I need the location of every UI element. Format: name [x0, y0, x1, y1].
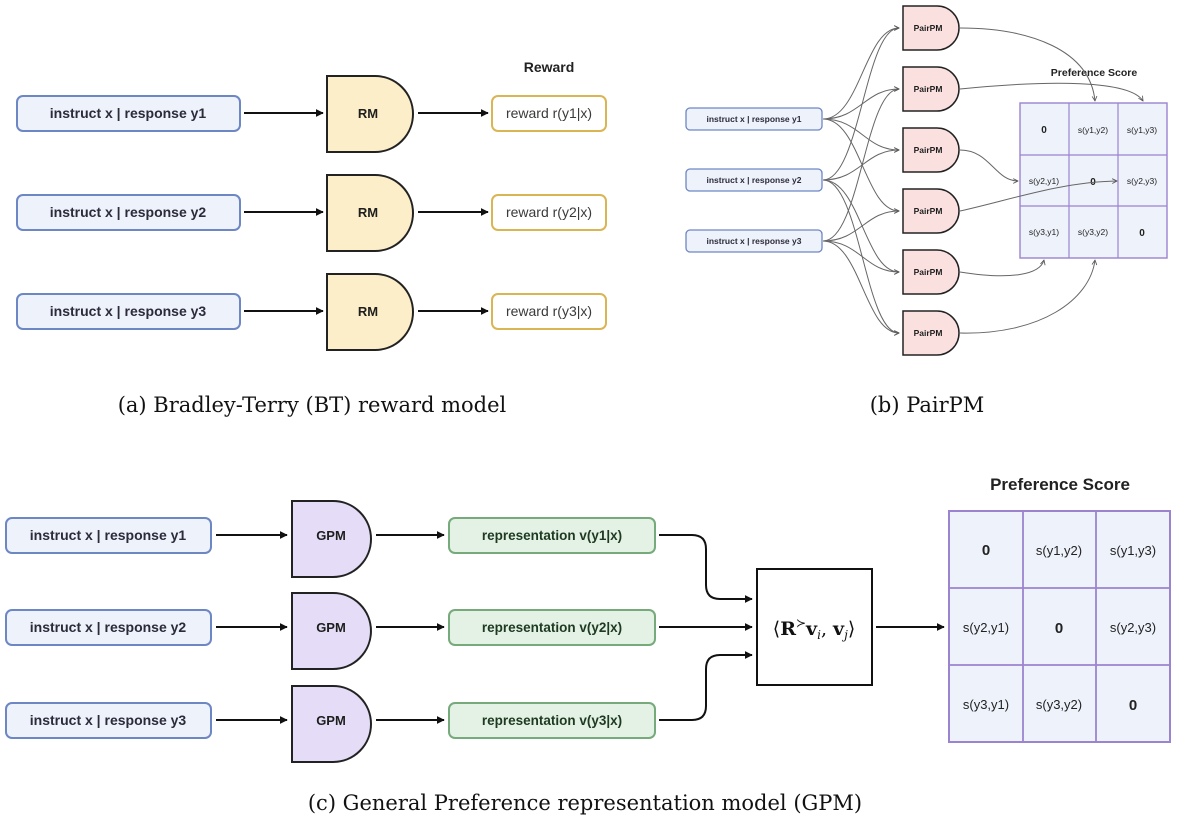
matrix-cell: 0 [1055, 620, 1063, 637]
model-label: RM [358, 106, 378, 121]
panel-a-row-3: instruct x | response y3 RM reward r(y3|… [16, 273, 607, 351]
matrix-cell: s(y2,y1) [1029, 176, 1059, 186]
model-label: PairPM [914, 267, 943, 277]
rm-model-block [326, 75, 414, 153]
formula-block [756, 568, 873, 686]
matrix-cell: s(y1,y2) [1078, 125, 1108, 135]
model-label: PairPM [914, 84, 943, 94]
input-box [685, 229, 823, 253]
panel-a: Reward instruct x | response y1 RM rewar… [16, 59, 607, 417]
matrix-cell: s(y3,y1) [963, 697, 1009, 712]
input-box [5, 609, 212, 646]
pairpm-block-1: PairPM [902, 5, 960, 51]
score-header: Preference Score [1051, 67, 1138, 79]
input-box [16, 194, 241, 231]
panel-c-row-1: instruct x | response y1 GPM representat… [5, 500, 656, 578]
panel-a-row-1: instruct x | response y1 RM reward r(y1|… [16, 75, 607, 153]
gpm-model-block [291, 685, 372, 763]
matrix-cell: s(y1,y3) [1127, 125, 1157, 135]
representation-box [448, 609, 656, 646]
gpm-model-block [291, 592, 372, 670]
panel-c-row-2: instruct x | response y2 GPM representat… [5, 592, 656, 670]
caption-a: (a) Bradley-Terry (BT) reward model [118, 393, 507, 417]
pairpm-output-connectors [959, 27, 1143, 334]
representation-box [448, 517, 656, 554]
input-label: instruct x | response y2 [50, 204, 207, 220]
matrix-cell: s(y2,y1) [963, 620, 1009, 635]
formula-text: ⟨R≻vi, vj⟩ [773, 616, 855, 642]
model-label: GPM [316, 620, 346, 635]
input-label: instruct x | response y1 [30, 527, 187, 543]
matrix-cell: s(y2,y3) [1127, 176, 1157, 186]
matrix-cell: s(y3,y2) [1078, 227, 1108, 237]
preference-matrix-small: 0 s(y1,y2) s(y1,y3) s(y2,y1) 0 s(y2,y3) … [1019, 102, 1168, 259]
reward-label: reward r(y2|x) [506, 204, 592, 220]
pairpm-block-4: PairPM [902, 188, 960, 234]
gpm-model-block [291, 500, 372, 578]
reward-label: reward r(y3|x) [506, 303, 592, 319]
input-box [16, 293, 241, 330]
reward-box [491, 194, 607, 231]
representation-label: representation v(y3|x) [482, 713, 622, 728]
score-header: Preference Score [990, 475, 1130, 494]
matrix-cell: 0 [1041, 125, 1047, 136]
reward-header: Reward [524, 59, 575, 75]
model-label: PairPM [914, 328, 943, 338]
input-box [5, 517, 212, 554]
model-label: PairPM [914, 145, 943, 155]
input-box [16, 95, 241, 132]
matrix-cell: 0 [1139, 228, 1145, 239]
matrix-cell: s(y1,y2) [1036, 543, 1082, 558]
input-box [5, 702, 212, 739]
representation-connectors [659, 534, 753, 721]
input-label: instruct x | response y1 [707, 114, 802, 124]
model-label: RM [358, 304, 378, 319]
caption-c: (c) General Preference representation mo… [308, 791, 862, 815]
model-label: PairPM [914, 206, 943, 216]
reward-label: reward r(y1|x) [506, 105, 592, 121]
pairpm-block-6: PairPM [902, 310, 960, 356]
matrix-cell: s(y1,y3) [1110, 543, 1156, 558]
pairpm-input-connectors [822, 28, 899, 333]
preference-matrix: 0 s(y1,y2) s(y1,y3) s(y2,y1) 0 s(y2,y3) … [948, 510, 1171, 743]
rm-model-block [326, 174, 414, 252]
pairpm-block-3: PairPM [902, 127, 960, 173]
input-label: instruct x | response y3 [50, 303, 207, 319]
pairpm-block-5: PairPM [902, 249, 960, 295]
matrix-cell: 0 [1129, 697, 1137, 714]
reward-box [491, 293, 607, 330]
input-label: instruct x | response y2 [30, 619, 187, 635]
model-label: GPM [316, 528, 346, 543]
input-label: instruct x | response y1 [50, 105, 207, 121]
panel-c-row-3: instruct x | response y3 GPM representat… [5, 685, 656, 763]
matrix-cell: s(y3,y1) [1029, 227, 1059, 237]
caption-b: (b) PairPM [870, 393, 985, 417]
panel-c: instruct x | response y1 GPM representat… [5, 475, 1171, 815]
input-label: instruct x | response y3 [707, 236, 802, 246]
matrix-cell: s(y2,y3) [1110, 620, 1156, 635]
matrix-cell: s(y3,y2) [1036, 697, 1082, 712]
representation-label: representation v(y2|x) [482, 620, 622, 635]
reward-box [491, 95, 607, 132]
input-label: instruct x | response y3 [30, 712, 187, 728]
representation-box [448, 702, 656, 739]
panel-a-row-2: instruct x | response y2 RM reward r(y2|… [16, 174, 607, 252]
input-box [685, 107, 823, 131]
panel-b: instruct x | response y1 instruct x | re… [685, 5, 1168, 417]
pairpm-block-2: PairPM [902, 66, 960, 112]
input-label: instruct x | response y2 [707, 175, 802, 185]
matrix-cell: 0 [982, 542, 990, 559]
model-label: GPM [316, 713, 346, 728]
input-box [685, 168, 823, 192]
representation-label: representation v(y1|x) [482, 528, 622, 543]
model-label: PairPM [914, 23, 943, 33]
model-label: RM [358, 205, 378, 220]
rm-model-block [326, 273, 414, 351]
